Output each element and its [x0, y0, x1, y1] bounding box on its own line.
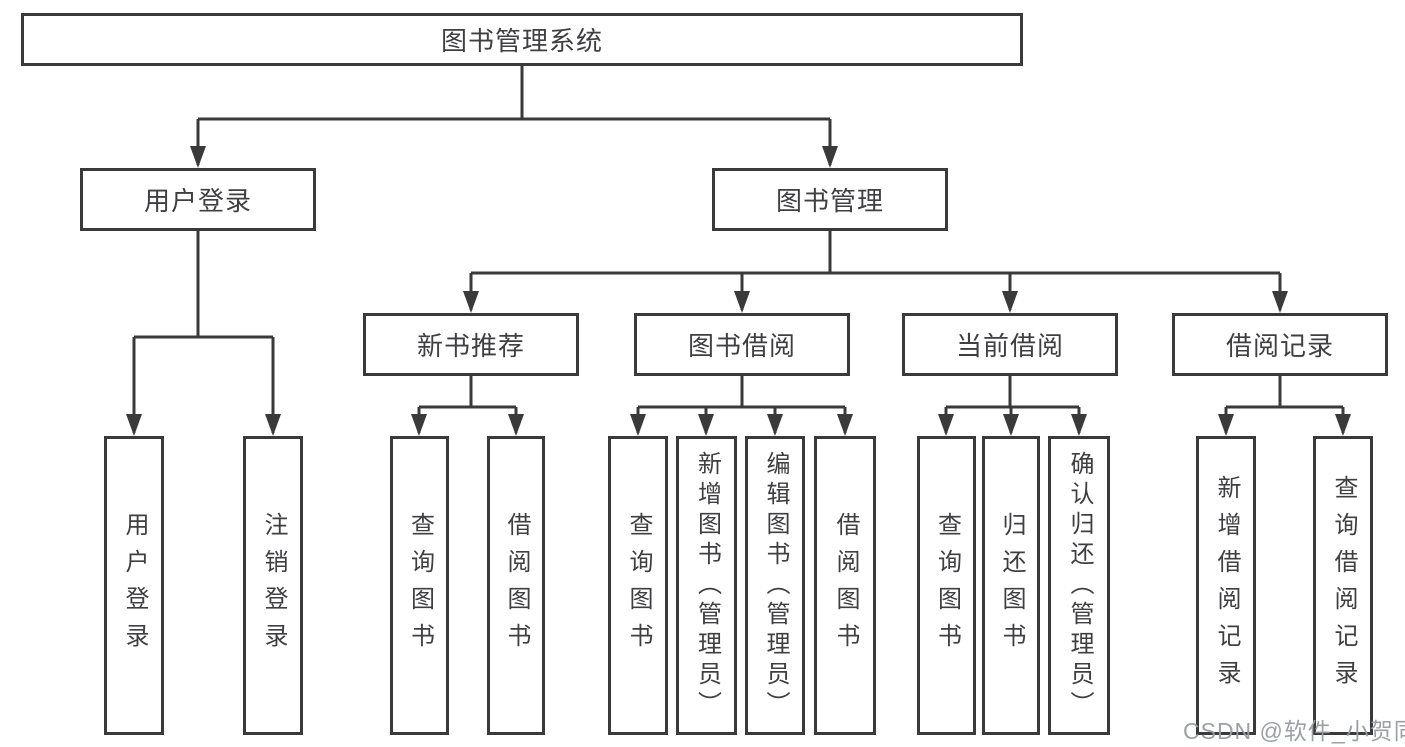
leaf-add-books-admin: 新增图书（管理员）	[676, 436, 737, 735]
leaf-add-books-admin-label: 新增图书（管理员）	[693, 450, 721, 721]
node-book-borrowing: 图书借阅	[634, 313, 850, 376]
connector-path	[469, 231, 1282, 310]
leaf-query-books-1: 查询图书	[390, 436, 449, 735]
connector-borrowing-records-to-leaves	[1218, 376, 1351, 436]
connector-path	[1224, 376, 1345, 433]
node-current-borrowing-label: 当前借阅	[955, 331, 1064, 361]
node-new-book-recommend: 新书推荐	[363, 313, 579, 376]
csdn-watermark: CSDN @软件_小贺同学	[1183, 718, 1405, 744]
leaf-borrow-books-2-label: 借阅图书	[832, 511, 859, 660]
node-book-management: 图书管理	[712, 168, 948, 231]
arrowhead-icon	[1002, 291, 1018, 313]
arrowhead-icon	[630, 414, 646, 436]
leaf-borrow-books-1-label: 借阅图书	[503, 511, 530, 660]
leaf-return-books-label: 归还图书	[998, 511, 1025, 660]
node-borrowing-records-label: 借阅记录	[1225, 331, 1334, 361]
arrowhead-icon	[190, 146, 206, 168]
node-user-login-label: 用户登录	[143, 186, 252, 216]
connector-user-login-to-leaves	[126, 231, 281, 436]
connector-book-borrowing-to-leaves	[630, 376, 853, 436]
node-library-system: 图书管理系统	[21, 13, 1023, 66]
connector-root-to-level2	[190, 66, 838, 168]
leaf-query-books-2: 查询图书	[608, 436, 668, 735]
leaf-query-borrow-record: 查询借阅记录	[1313, 436, 1373, 735]
arrowhead-icon	[837, 414, 853, 436]
arrowhead-icon	[463, 291, 479, 313]
arrowhead-icon	[411, 414, 427, 436]
leaf-query-books-2-label: 查询图书	[625, 511, 652, 660]
leaf-logout: 注销登录	[243, 436, 303, 735]
connector-path	[132, 231, 275, 433]
arrowhead-icon	[1335, 414, 1351, 436]
connector-path	[636, 376, 847, 433]
arrowhead-icon	[126, 414, 142, 436]
connector-path	[196, 66, 832, 165]
node-borrowing-records: 借阅记录	[1172, 313, 1388, 376]
arrowhead-icon	[734, 291, 750, 313]
leaf-edit-books-admin: 编辑图书（管理员）	[745, 436, 805, 735]
arrowhead-icon	[1003, 414, 1019, 436]
leaf-confirm-return-admin: 确认归还（管理员）	[1048, 436, 1110, 735]
arrowhead-icon	[938, 414, 954, 436]
leaf-query-borrow-record-label: 查询借阅记录	[1330, 474, 1357, 697]
arrowhead-icon	[822, 146, 838, 168]
leaf-borrow-books-2: 借阅图书	[814, 436, 876, 735]
arrowhead-icon	[1272, 291, 1288, 313]
arrowhead-icon	[1218, 414, 1234, 436]
node-book-management-label: 图书管理	[775, 186, 884, 216]
connector-book-management-to-level3	[463, 231, 1288, 313]
leaf-edit-books-admin-label: 编辑图书（管理员）	[762, 450, 789, 721]
node-new-book-recommend-label: 新书推荐	[416, 331, 525, 361]
connector-path	[417, 376, 518, 433]
node-book-borrowing-label: 图书借阅	[687, 331, 796, 361]
leaf-query-books-3-label: 查询图书	[933, 511, 961, 660]
leaf-add-borrow-record-label: 新增借阅记录	[1213, 474, 1240, 697]
connector-current-borrowing-to-leaves	[938, 376, 1087, 436]
node-user-login: 用户登录	[80, 168, 316, 231]
leaf-logout-label: 注销登录	[260, 511, 287, 660]
leaf-borrow-books-1: 借阅图书	[487, 436, 545, 735]
arrowhead-icon	[767, 414, 783, 436]
node-current-borrowing: 当前借阅	[902, 313, 1118, 376]
leaf-user-login-label: 用户登录	[121, 511, 148, 660]
leaf-user-login: 用户登录	[104, 436, 164, 735]
arrowhead-icon	[265, 414, 281, 436]
leaf-add-borrow-record: 新增借阅记录	[1196, 436, 1256, 735]
arrowhead-icon	[508, 414, 524, 436]
node-library-system-label: 图书管理系统	[440, 26, 603, 56]
leaf-query-books-3: 查询图书	[917, 436, 976, 735]
leaf-confirm-return-admin-label: 确认归还（管理员）	[1066, 450, 1093, 721]
leaf-query-books-1-label: 查询图书	[406, 511, 434, 660]
arrowhead-icon	[1071, 414, 1087, 436]
leaf-return-books: 归还图书	[982, 436, 1040, 735]
connector-new-book-to-leaves	[411, 376, 524, 436]
arrowhead-icon	[698, 414, 714, 436]
